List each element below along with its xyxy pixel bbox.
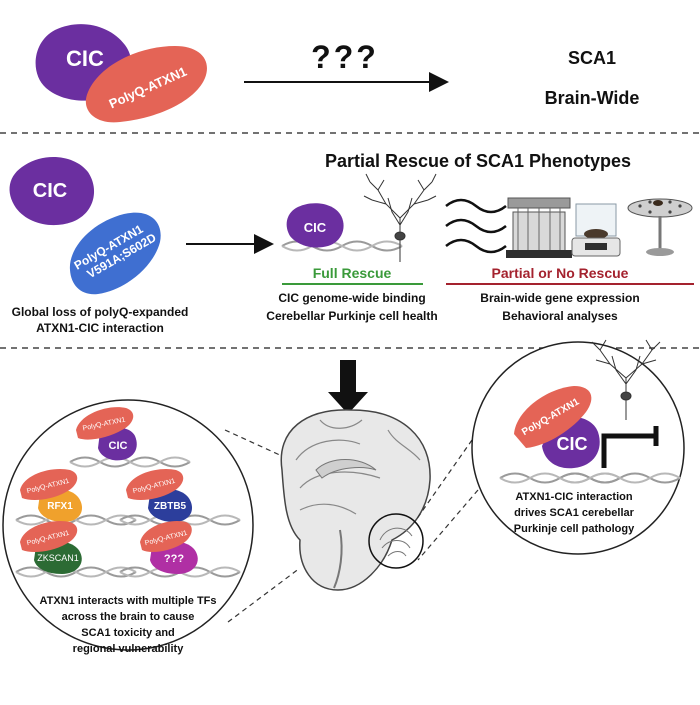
unknown-tf-label: ??? [164,553,184,565]
zbtb5-protein [148,489,193,522]
connector-left-top [224,429,283,457]
purkinje-neuron-right-icon [591,339,661,420]
left-caption-line4: regional vulnerability [73,643,185,655]
down-arrow [328,360,368,414]
cic-protein-middle [9,156,95,226]
rotarod-apparatus-icon [506,197,572,258]
cerebellum-icon [379,527,413,557]
partial-rescue-item-1: Brain-wide gene expression [480,291,639,305]
zbtb5-label: ZBTB5 [154,501,187,512]
polyq-atxn1-protein-top [85,46,207,123]
cic-label-top: CIC [66,46,104,71]
connector-right-top [415,439,473,521]
right-caption-line3: Purkinje cell pathology [514,523,635,535]
cic-label-left-circle: CIC [109,440,128,452]
sca1-label: SCA1 [568,48,616,68]
right-caption-line2: drives SCA1 cerebellar [514,507,635,519]
unknown-mechanism-text: ??? [311,39,379,75]
cic-label-middle: CIC [33,180,67,202]
left-caption-line2: across the brain to cause [62,611,195,623]
zkscan1-label: ZKSCAN1 [37,553,79,563]
full-rescue-item-2: Cerebellar Purkinje cell health [266,309,437,323]
cic-on-dna [286,203,344,248]
brain-wide-label: Brain-Wide [545,88,640,108]
global-loss-line1: Global loss of polyQ-expanded [12,305,189,319]
top-section: CIC PolyQ-ATXN1 ??? SCA1 Brain-Wide [35,24,640,123]
global-loss-line2: ATXN1-CIC interaction [36,321,164,335]
left-caption-line3: SCA1 toxicity and [81,627,175,639]
rfx1-label: RFX1 [47,501,73,512]
atxn1-protein-cic-row [76,407,134,440]
left-caption-line1: ATXN1 interacts with multiple TFs [39,595,216,607]
middle-section: Partial Rescue of SCA1 Phenotypes CIC Po… [9,151,694,335]
full-rescue-label: Full Rescue [313,265,392,281]
repression-symbol [601,433,656,468]
atxn1-protein-right-circle [514,386,592,448]
mutant-atxn1-protein [69,212,161,295]
full-rescue-item-1: CIC genome-wide binding [278,291,425,305]
partial-rescue-item-2: Behavioral analyses [502,309,618,323]
partial-rescue-label: Partial or No Rescue [492,265,629,281]
behavior-chamber-icon [571,203,621,257]
partial-rescue-heading: Partial Rescue of SCA1 Phenotypes [325,151,631,171]
left-detail-circle [2,399,254,651]
cic-label-right-circle: CIC [557,434,588,454]
purkinje-neuron-icon [363,173,437,262]
atxn1-protein-zbtb5-row [126,468,184,500]
bottom-section: CIC PolyQ-ATXN1 RFX1 PolyQ-ATXN1 ZBTB5 P… [2,339,685,655]
atxn1-protein-rfx1-row [20,468,78,500]
atxn1-protein-unknown-row [140,520,192,552]
cic-on-dna-label: CIC [304,220,327,235]
connector-right-bottom [417,489,479,561]
connector-left-bottom [227,567,301,623]
platform-maze-icon [627,198,693,256]
cerebellum-highlight-circle [368,513,424,569]
brain-sagittal-icon [280,409,431,591]
right-caption-line1: ATXN1-CIC interaction [515,491,632,503]
atxn1-protein-zkscan1-row [20,520,78,552]
gene-expression-waves-icon [445,198,507,254]
